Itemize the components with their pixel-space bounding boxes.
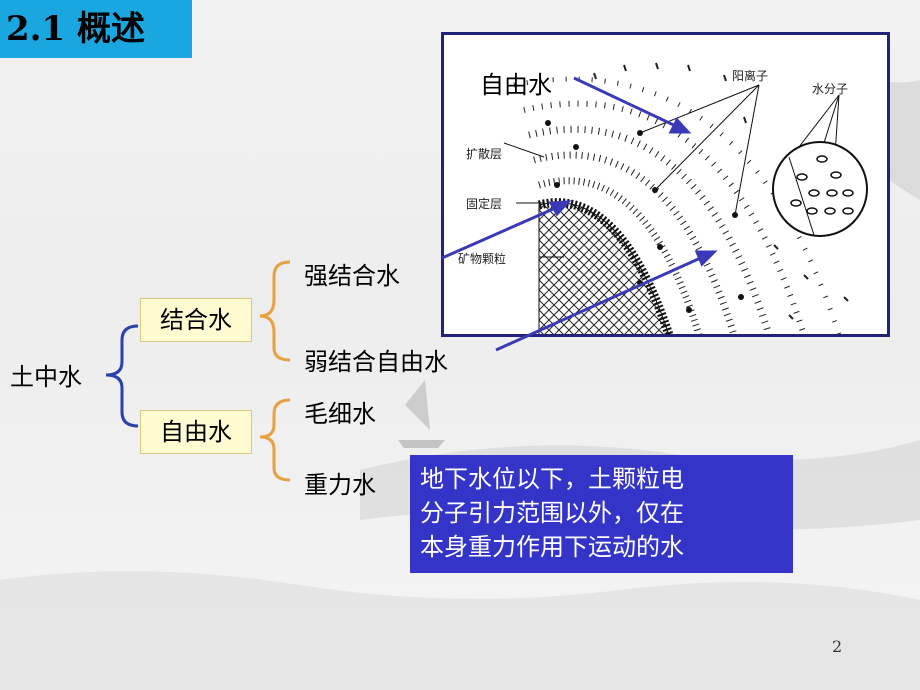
slide-title: 2.1 概述 — [0, 0, 192, 58]
bound-water-chip: 结合水 — [140, 298, 252, 342]
diagram-water-molecule-label: 水分子 — [812, 82, 849, 96]
particle-diagram-art — [503, 62, 868, 334]
strong-bound-arrow — [441, 204, 561, 260]
weak-bound-water-label: 弱结合自由水 — [304, 348, 448, 376]
root-soil-water-label: 土中水 — [10, 363, 82, 391]
diagram-fixed-layer-label: 固定层 — [466, 197, 503, 211]
gravity-water-definition-note: 地下水位以下，土颗粒电 分子引力范围以外，仅在 本身重力作用下运动的水 — [410, 455, 793, 573]
free-water-arrow — [573, 76, 681, 130]
gravity-water-label: 重力水 — [304, 471, 376, 499]
bound-water-brace — [259, 260, 291, 362]
root-brace — [105, 324, 139, 428]
bound-water-diagram: 自由水 阳离子 水分子 扩散层 固定层 矿物颗粒 — [441, 32, 890, 337]
diagram-cation-label: 阳离子 — [732, 69, 769, 83]
page-number: 2 — [832, 637, 843, 656]
strong-bound-water-label: 强结合水 — [304, 262, 400, 290]
free-water-brace — [259, 398, 291, 482]
diagram-mineral-particle-label: 矿物颗粒 — [458, 252, 507, 266]
free-water-chip: 自由水 — [140, 410, 252, 454]
diagram-free-water-label: 自由水 — [480, 71, 552, 99]
capillary-water-label: 毛细水 — [304, 400, 376, 428]
diagram-diffuse-layer-label: 扩散层 — [466, 147, 503, 161]
weak-bound-arrow — [495, 254, 706, 352]
